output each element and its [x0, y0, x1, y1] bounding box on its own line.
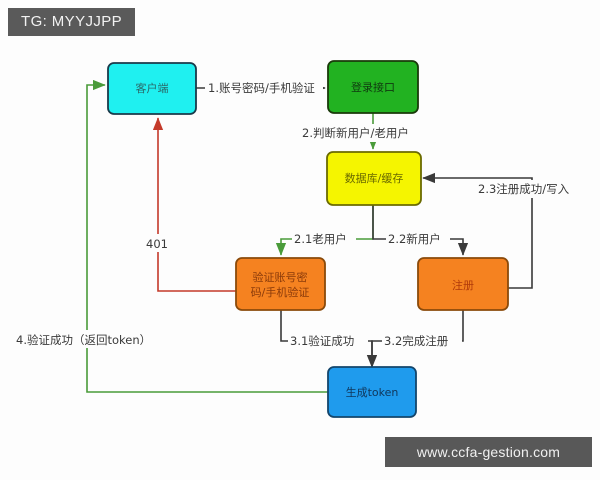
edge-1-label: 1.账号密码/手机验证 — [208, 81, 315, 95]
node-generate-token-label: 生成token — [346, 385, 399, 399]
edge-401-unauthorized: 401 — [144, 117, 236, 292]
node-client[interactable]: 客户端 — [107, 62, 197, 115]
edge-21-label: 2.1老用户 — [294, 232, 347, 246]
edge-4-label: 4.验证成功（返回token） — [16, 333, 151, 347]
edge-2-judge-user: 2.判断新用户/老用户 — [300, 113, 440, 150]
edge-23-label: 2.3注册成功/写入 — [478, 182, 570, 196]
node-register[interactable]: 注册 — [417, 257, 509, 311]
tg-tag-banner: TG: MYYJJPP — [8, 8, 136, 36]
node-database-cache-label: 数据库/缓存 — [345, 171, 404, 185]
edge-32-register-complete: 3.2完成注册 — [366, 310, 464, 368]
edge-23-register-success: 2.3注册成功/写入 — [422, 172, 592, 289]
node-login-api[interactable]: 登录接口 — [327, 60, 419, 114]
node-login-api-label: 登录接口 — [351, 80, 395, 94]
edge-31-label: 3.1验证成功 — [290, 334, 354, 348]
site-watermark: www.ccfa-gestion.com — [385, 437, 592, 467]
edge-21-old-user: 2.1老用户 — [275, 205, 374, 256]
edge-32-label: 3.2完成注册 — [384, 334, 449, 348]
edge-22-label: 2.2新用户 — [388, 232, 441, 246]
edge-401-label: 401 — [146, 237, 168, 251]
edge-4-return-token: 4.验证成功（返回token） — [14, 79, 328, 393]
node-verify-credentials[interactable]: 验证账号密 码/手机验证 — [235, 257, 326, 311]
edge-2-label: 2.判断新用户/老用户 — [302, 126, 409, 140]
edge-31-verify-success: 3.1验证成功 — [280, 310, 378, 368]
edge-1-credentials: 1.账号密码/手机验证 — [196, 78, 326, 98]
node-generate-token[interactable]: 生成token — [327, 366, 417, 418]
node-verify-credentials-label-line1: 验证账号密 — [253, 270, 308, 284]
edge-22-new-user: 2.2新用户 — [372, 205, 469, 256]
node-database-cache[interactable]: 数据库/缓存 — [326, 151, 422, 206]
node-verify-credentials-label-line2: 码/手机验证 — [251, 285, 310, 299]
node-register-label: 注册 — [452, 278, 474, 292]
node-client-label: 客户端 — [136, 81, 169, 95]
